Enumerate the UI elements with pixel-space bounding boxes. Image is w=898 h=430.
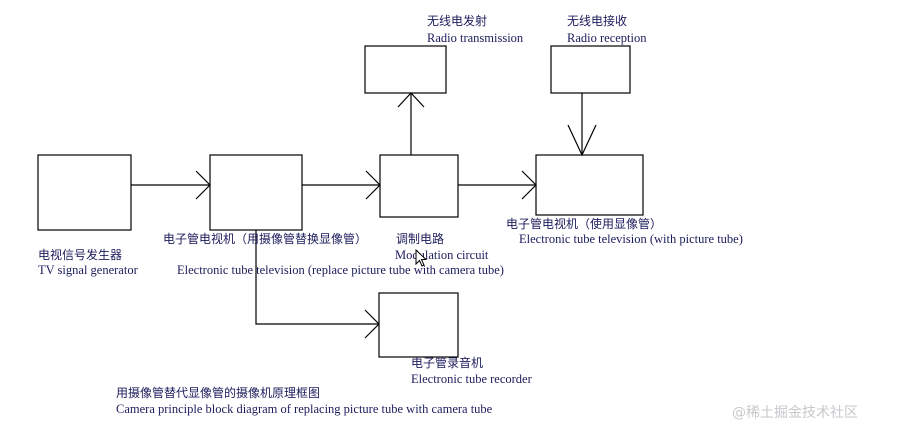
label-tv-picture-tube-zh: 电子管电视机（使用显像管） <box>506 216 662 231</box>
label-tv-signal-generator-en: TV signal generator <box>38 263 139 277</box>
label-tube-recorder-zh: 电子管录音机 <box>411 355 483 370</box>
box-tube-recorder <box>378 292 459 358</box>
arrow-modulation-to-transmission <box>397 92 425 155</box>
box-radio-transmission <box>364 45 447 94</box>
arrow-camera-tv-to-modulation <box>302 170 381 200</box>
arrow-modulation-to-picture-tv <box>458 170 537 200</box>
label-radio-reception-en: Radio reception <box>567 31 647 45</box>
box-tv-camera-tube <box>209 154 303 231</box>
watermark: @稀土掘金技术社区 <box>732 405 858 421</box>
arrow-reception-to-picture-tv <box>567 93 597 157</box>
box-modulation-circuit <box>379 154 459 218</box>
label-tube-recorder-en: Electronic tube recorder <box>411 372 533 386</box>
box-radio-reception <box>550 45 631 94</box>
box-tv-signal-generator <box>37 154 132 231</box>
label-tv-picture-tube-en: Electronic tube television (with picture… <box>519 232 743 246</box>
label-radio-transmission-en: Radio transmission <box>427 31 524 45</box>
label-modulation-circuit-en: Modulation circuit <box>395 248 489 262</box>
label-tv-camera-tube-zh: 电子管电视机（用摄像管替换显像管） <box>163 231 367 246</box>
label-tv-signal-generator-zh: 电视信号发生器 <box>38 247 122 262</box>
box-tv-picture-tube <box>535 154 644 216</box>
caption-en: Camera principle block diagram of replac… <box>116 402 493 416</box>
caption-zh: 用摄像管替代显像管的摄像机原理框图 <box>116 385 320 400</box>
label-radio-transmission-zh: 无线电发射 <box>427 13 487 28</box>
arrow-camera-tv-to-recorder <box>255 230 380 339</box>
label-modulation-circuit-zh: 调制电路 <box>396 231 444 246</box>
label-tv-camera-tube-en: Electronic tube television (replace pict… <box>177 263 504 277</box>
mouse-cursor-icon <box>415 248 428 267</box>
arrow-generator-to-camera-tv <box>131 170 211 200</box>
label-radio-reception-zh: 无线电接收 <box>567 13 627 28</box>
